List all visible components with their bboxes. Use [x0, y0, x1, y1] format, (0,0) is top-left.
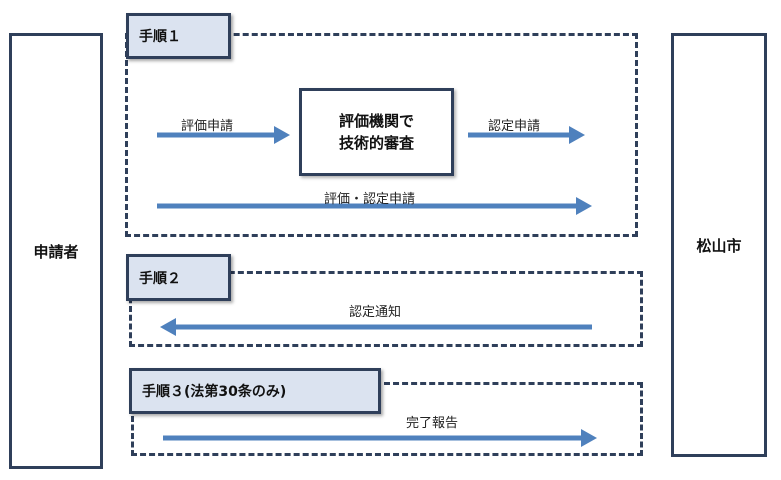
review-node: 評価機関で 技術的審査: [299, 88, 454, 176]
evaluation-request-label: 評価申請: [181, 119, 234, 134]
step1-label: 手順１: [126, 13, 231, 59]
certification-notice-label: 認定通知: [349, 305, 402, 320]
step3-text: 手順３(法第30条のみ): [142, 384, 287, 400]
step3-label: 手順３(法第30条のみ): [129, 368, 381, 414]
applicant-label: 申請者: [33, 242, 79, 261]
arrow-evaluation-certification-request: [157, 197, 592, 215]
step3-frame: [131, 382, 643, 456]
step2-text: 手順２: [139, 270, 181, 287]
step1-frame: [125, 33, 638, 237]
review-node-line1: 評価機関で: [338, 112, 414, 130]
step2-frame: [129, 271, 643, 347]
applicant-box: 申請者: [9, 33, 103, 469]
certification-request-label: 認定申請: [488, 119, 541, 134]
arrow-completion-report: [163, 429, 597, 447]
city-box: 松山市: [671, 33, 767, 457]
city-label: 松山市: [696, 236, 742, 255]
arrow-certification-notice: [160, 318, 592, 336]
step2-label: 手順２: [126, 254, 231, 301]
review-node-line2: 技術的審査: [338, 134, 414, 152]
completion-report-label: 完了報告: [406, 416, 459, 431]
arrow-certification-request: [468, 126, 585, 144]
arrow-evaluation-request: [157, 126, 290, 144]
step1-text: 手順１: [139, 29, 181, 45]
evaluation-certification-request-label: 評価・認定申請: [324, 192, 416, 207]
